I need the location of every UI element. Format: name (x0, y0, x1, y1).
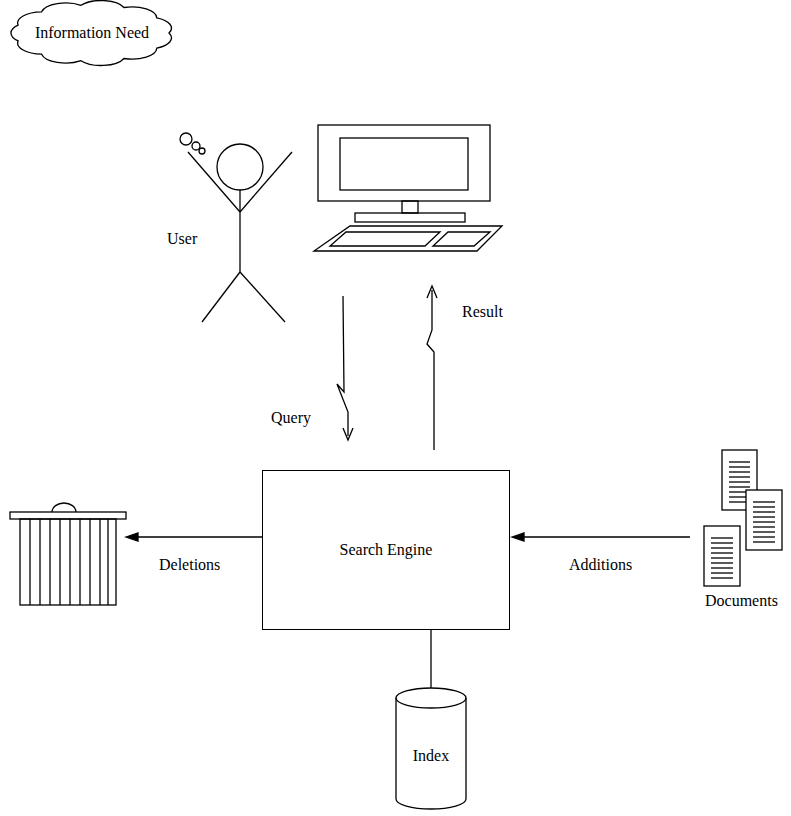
thought-bubble (192, 142, 200, 150)
deletions-arrow (126, 533, 262, 541)
query-arrow (337, 296, 353, 440)
trash-can (10, 503, 126, 605)
text-label: Result (461, 303, 504, 321)
thought-bubble (180, 133, 192, 145)
computer (314, 125, 502, 251)
additions-arrow (512, 533, 690, 541)
result-arrow (427, 286, 437, 450)
index-cylinder: Index (395, 688, 467, 810)
node-label: Search Engine (340, 541, 433, 559)
thought-cloud: Information Need (12, 2, 172, 64)
text-label: Additions (568, 556, 633, 574)
thought-bubble (199, 148, 205, 154)
text-label: Query (270, 409, 312, 427)
process-box: Search Engine (262, 470, 510, 630)
node-label: Information Need (35, 24, 149, 42)
stick-figure (188, 144, 292, 322)
document-icons (704, 450, 782, 586)
text-label: User (166, 230, 198, 248)
connector-line (430, 630, 431, 688)
text-label: Documents (704, 592, 779, 610)
node-label: Index (413, 747, 449, 765)
text-label: Deletions (158, 556, 221, 574)
